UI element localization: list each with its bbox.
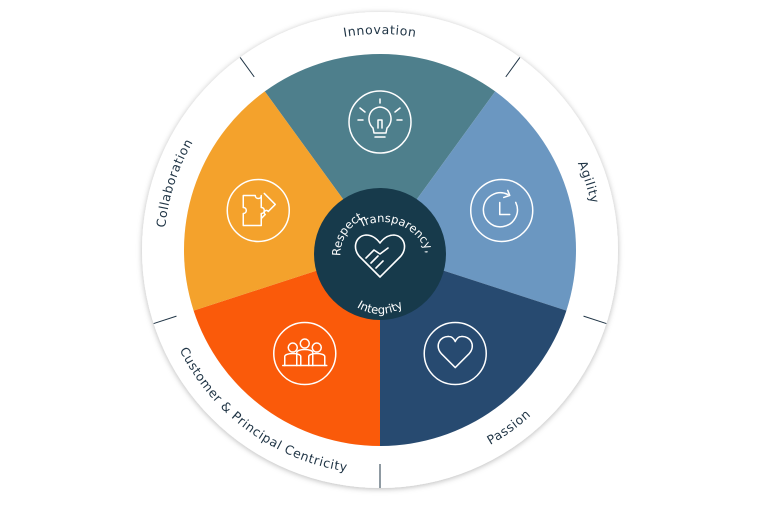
ring-divider bbox=[505, 57, 521, 78]
ring-divider bbox=[239, 57, 255, 78]
ring-divider bbox=[583, 315, 607, 325]
people-group-icon bbox=[273, 321, 337, 386]
label-innovation: Innovation bbox=[342, 22, 418, 40]
ring-dividers bbox=[153, 57, 607, 488]
clock-refresh-icon bbox=[469, 178, 534, 243]
segment-innovation bbox=[264, 54, 496, 250]
core-word-integrity: Integrity bbox=[355, 297, 405, 317]
lightbulb-icon bbox=[348, 90, 412, 154]
puzzle-icon bbox=[226, 178, 291, 243]
ring-divider bbox=[153, 315, 177, 325]
heart-icon bbox=[423, 321, 487, 386]
segment-icons bbox=[226, 90, 534, 386]
handshake-heart-icon bbox=[354, 234, 406, 278]
